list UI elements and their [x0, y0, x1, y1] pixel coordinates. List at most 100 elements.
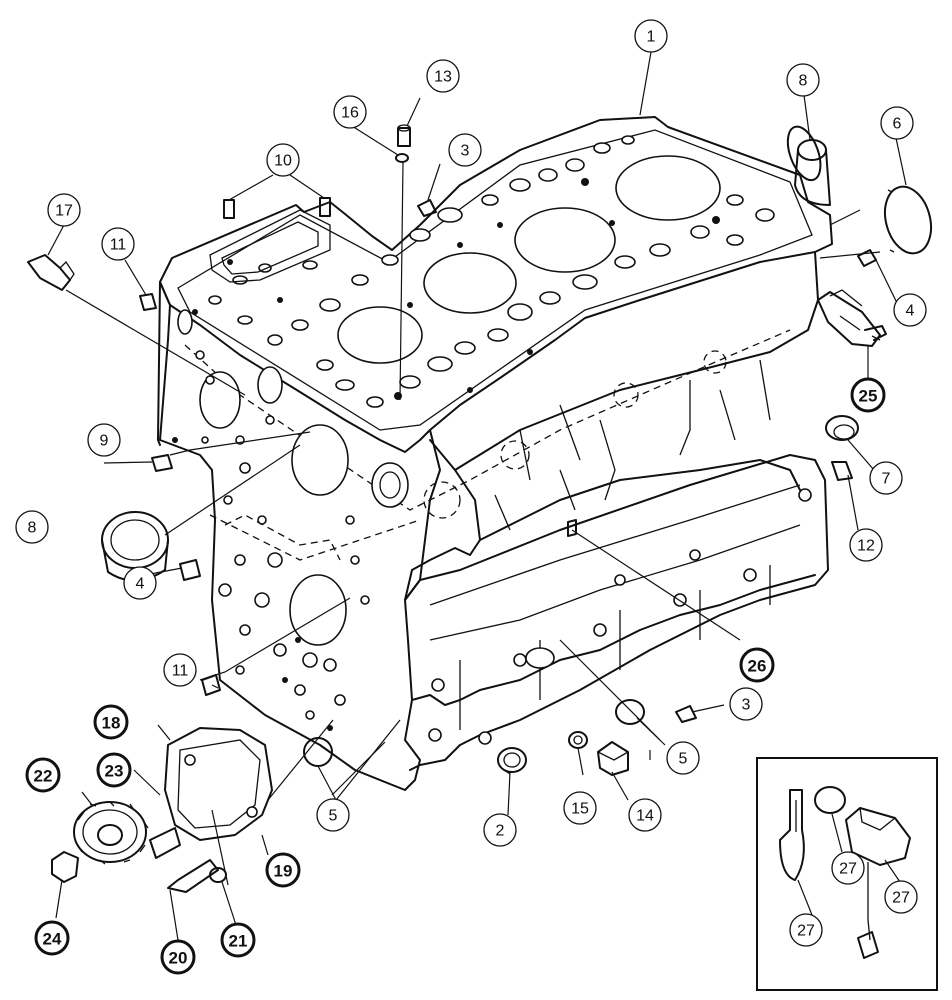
- part-27-oring: [814, 786, 846, 814]
- oil-pan-rail: [404, 454, 829, 771]
- callout-c5a: 5: [316, 798, 350, 832]
- callout-label: 14: [636, 808, 654, 825]
- callout-c9: 9: [87, 423, 121, 457]
- callout-circle: [448, 133, 482, 167]
- callout-c11b: 11: [163, 653, 197, 687]
- callout-label: 16: [341, 105, 359, 122]
- part-22-gear: [73, 801, 149, 865]
- callout-circle: [15, 510, 49, 544]
- callout-label: 23: [105, 762, 124, 781]
- part-5-plug-front: [303, 737, 333, 767]
- callout-label: 7: [882, 471, 891, 488]
- inset-sensor-detail: [756, 757, 938, 991]
- cylinder-bore-4: [337, 306, 423, 364]
- part-7-seal: [825, 415, 859, 441]
- callout-c20: 20: [160, 939, 196, 975]
- callout-circle: [160, 939, 196, 975]
- callout-c8a: 8: [786, 63, 820, 97]
- callout-c3b: 3: [729, 687, 763, 721]
- callout-label: 4: [906, 303, 915, 320]
- callout-c2: 2: [483, 813, 517, 847]
- part-9-pin: [151, 454, 173, 472]
- callout-label: 27: [839, 861, 857, 878]
- callout-c8b: 8: [15, 510, 49, 544]
- callout-label: 3: [742, 697, 751, 714]
- cylinder-bore-2: [514, 207, 616, 273]
- part-8-plug-top: [786, 125, 831, 206]
- callout-c23: 23: [96, 752, 132, 788]
- callout-circle: [666, 741, 700, 775]
- part-10-dowels: [223, 197, 331, 219]
- part-callouts: 1233445567889101111121314151617181920212…: [15, 19, 927, 975]
- callout-c5b: 5: [666, 741, 700, 775]
- callout-label: 5: [329, 808, 338, 825]
- callout-circle: [628, 798, 662, 832]
- callout-label: 4: [136, 576, 145, 593]
- callout-c6: 6: [880, 106, 914, 140]
- deck-holes: [208, 135, 775, 408]
- callout-circle: [880, 106, 914, 140]
- callout-circle: [25, 757, 61, 793]
- callout-c19: 19: [265, 852, 301, 888]
- callout-label: 1: [647, 29, 656, 46]
- callout-circle: [786, 63, 820, 97]
- callout-circle: [739, 647, 775, 683]
- callout-circle: [34, 920, 70, 956]
- part-17-fitting: [27, 254, 75, 291]
- part-16-oring: [395, 153, 409, 163]
- part-24-nut: [51, 851, 79, 883]
- part-15-washer: [568, 731, 588, 749]
- callout-c26: 26: [739, 647, 775, 683]
- part-19-pump-body: [164, 727, 273, 841]
- cylinder-bore-3: [423, 252, 517, 314]
- block-top-deck: [159, 116, 833, 453]
- callout-label: 19: [274, 862, 293, 881]
- callout-c18: 18: [93, 704, 129, 740]
- callout-c14: 14: [628, 798, 662, 832]
- callout-c27a: 27: [789, 913, 823, 947]
- callout-c16: 16: [333, 95, 367, 129]
- part-23-shaft: [149, 827, 181, 859]
- block-right-side: [404, 439, 481, 601]
- callout-label: 18: [102, 714, 121, 733]
- callout-circle: [220, 922, 256, 958]
- part-11-pin-top: [139, 293, 157, 311]
- callout-circle: [831, 851, 865, 885]
- callout-circle: [893, 293, 927, 327]
- callout-circle: [426, 59, 460, 93]
- callout-c27c: 27: [884, 880, 918, 914]
- part-3-plug-bottom: [675, 705, 697, 723]
- callout-circle: [316, 798, 350, 832]
- part-5-plug-right: [615, 699, 645, 725]
- callout-label: 2: [496, 823, 505, 840]
- callout-c13: 13: [426, 59, 460, 93]
- callout-label: 15: [571, 801, 589, 818]
- callout-label: 27: [892, 890, 910, 907]
- callout-c7: 7: [869, 461, 903, 495]
- part-6-plug: [883, 185, 933, 255]
- cylinder-bore-1: [615, 155, 721, 221]
- callout-label: 20: [169, 949, 188, 968]
- callout-circle: [869, 461, 903, 495]
- callout-circle: [101, 227, 135, 261]
- part-25-sensor: [817, 289, 887, 347]
- callout-circle: [483, 813, 517, 847]
- callout-c27b: 27: [831, 851, 865, 885]
- callout-c12: 12: [849, 528, 883, 562]
- callout-c21: 21: [220, 922, 256, 958]
- callout-circle: [87, 423, 121, 457]
- callout-circle: [96, 752, 132, 788]
- callout-label: 11: [110, 237, 127, 254]
- callout-label: 9: [100, 433, 109, 450]
- callout-circle: [563, 791, 597, 825]
- front-face-holes: [172, 309, 370, 731]
- part-14-bolt: [597, 741, 629, 776]
- callout-c11a: 11: [101, 227, 135, 261]
- callout-label: 25: [859, 387, 878, 406]
- callout-circle: [163, 653, 197, 687]
- callout-circle: [123, 566, 157, 600]
- callout-circle: [729, 687, 763, 721]
- callout-circle: [93, 704, 129, 740]
- part-26-jet: [567, 519, 577, 537]
